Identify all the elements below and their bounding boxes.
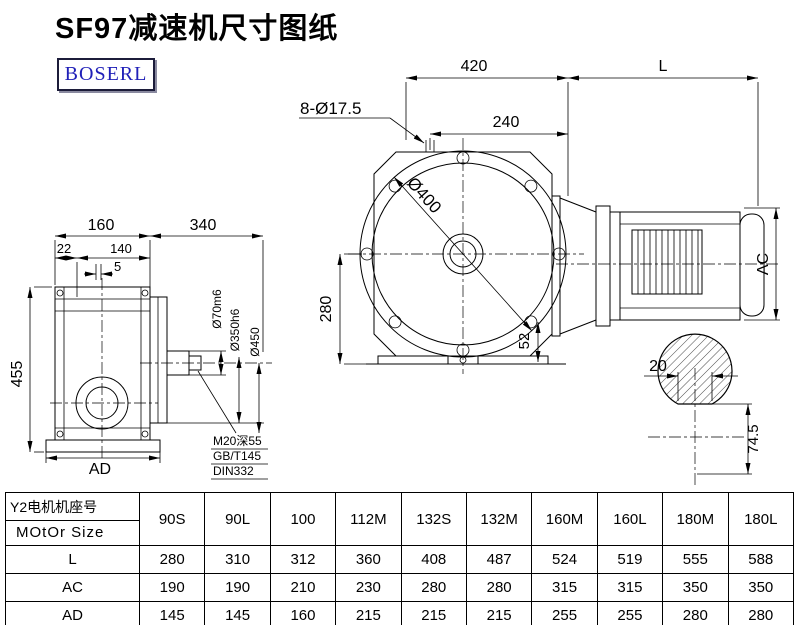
cell: 190 — [138, 573, 206, 602]
header-motor-size-en: MOtOr Size — [16, 524, 105, 541]
dim-74-5: 74.5 — [745, 424, 762, 453]
dim-240: 240 — [493, 114, 520, 131]
cell: 210 — [269, 573, 337, 602]
side-view: 455 160 340 22 140 5 AD — [9, 217, 272, 480]
cell: 160 — [269, 601, 337, 625]
dim-52: 52 — [516, 333, 533, 350]
table-row-AC: AC 190 190 210 230 280 280 315 315 350 3… — [5, 573, 795, 602]
col-header: 112M — [335, 492, 402, 546]
dim-AC: AC — [755, 253, 772, 275]
dim-420: 420 — [461, 58, 488, 75]
cell: 190 — [204, 573, 271, 602]
front-view: Ø400 420 L 240 8-Ø17.5 280 52 — [299, 58, 759, 374]
cell: 215 — [400, 601, 467, 625]
table-header-row: Y2电机机座号 MOtOr Size 90S 90L 100 112M 132S… — [5, 492, 795, 546]
dim-340: 340 — [190, 217, 217, 234]
col-header: 100 — [269, 492, 337, 546]
cell: 350 — [662, 573, 729, 602]
cell: 280 — [400, 573, 467, 602]
note-thread: M20深55 — [213, 434, 262, 448]
page-title: SF97减速机尺寸图纸 — [55, 13, 339, 45]
motor-size-table: Y2电机机座号 MOtOr Size 90S 90L 100 112M 132S… — [5, 492, 795, 625]
dim-140: 140 — [110, 241, 132, 256]
cell: 588 — [727, 545, 795, 574]
cell: 255 — [531, 601, 598, 625]
dim-d70m6: Ø70m6 — [210, 289, 224, 329]
cell: 145 — [138, 601, 206, 625]
cell: 215 — [335, 601, 402, 625]
cell: 315 — [596, 573, 664, 602]
col-header: 90S — [138, 492, 206, 546]
cell: 524 — [531, 545, 598, 574]
dim-280: 280 — [318, 296, 335, 323]
note-std-gbt145: GB/T145 — [213, 449, 261, 463]
cell: 350 — [727, 573, 795, 602]
cell: 310 — [204, 545, 271, 574]
cell: 145 — [204, 601, 271, 625]
dim-22: 22 — [57, 241, 71, 256]
note-std-din332: DIN332 — [213, 464, 254, 478]
dim-20: 20 — [649, 358, 667, 375]
cell: 312 — [269, 545, 337, 574]
dim-d450: Ø450 — [248, 327, 262, 357]
technical-drawing: Ø400 420 L 240 8-Ø17.5 280 52 — [9, 58, 780, 487]
table-row-AD: AD 145 145 160 215 215 215 255 255 280 2… — [5, 601, 795, 625]
header-motor-size-cell: Y2电机机座号 MOtOr Size — [5, 492, 140, 546]
dim-455: 455 — [9, 361, 26, 388]
col-header: 180M — [662, 492, 729, 546]
shaft-section-view: 20 74.5 — [644, 333, 762, 487]
cell: 555 — [662, 545, 729, 574]
header-motor-size-cn: Y2电机机座号 — [6, 493, 139, 521]
col-header: 132M — [465, 492, 533, 546]
cell: 487 — [465, 545, 533, 574]
row-label: AC — [5, 573, 140, 602]
cell: 280 — [465, 573, 533, 602]
dim-d350h6: Ø350h6 — [228, 308, 242, 351]
cell: 230 — [335, 573, 402, 602]
dim-5: 5 — [114, 259, 121, 274]
cell: 280 — [727, 601, 795, 625]
dim-holes: 8-Ø17.5 — [300, 99, 361, 118]
table-row-L: L 280 310 312 360 408 487 524 519 555 58… — [5, 545, 795, 574]
cell: 360 — [335, 545, 402, 574]
cell: 519 — [596, 545, 664, 574]
cell: 255 — [596, 601, 664, 625]
cell: 408 — [400, 545, 467, 574]
cell: 215 — [465, 601, 533, 625]
motor-view: AC — [556, 197, 780, 335]
col-header: 160M — [531, 492, 598, 546]
cell: 280 — [662, 601, 729, 625]
col-header: 90L — [204, 492, 271, 546]
brand-logo-box: BOSERL — [57, 58, 155, 91]
brand-logo-text: BOSERL — [64, 63, 148, 85]
dim-AD: AD — [89, 461, 111, 478]
cell: 280 — [138, 545, 206, 574]
row-label: AD — [5, 601, 140, 625]
dim-L: L — [659, 58, 668, 75]
cell: 315 — [531, 573, 598, 602]
row-label: L — [5, 545, 140, 574]
dim-160: 160 — [88, 217, 115, 234]
col-header: 132S — [400, 492, 467, 546]
col-header: 180L — [727, 492, 795, 546]
col-header: 160L — [596, 492, 664, 546]
